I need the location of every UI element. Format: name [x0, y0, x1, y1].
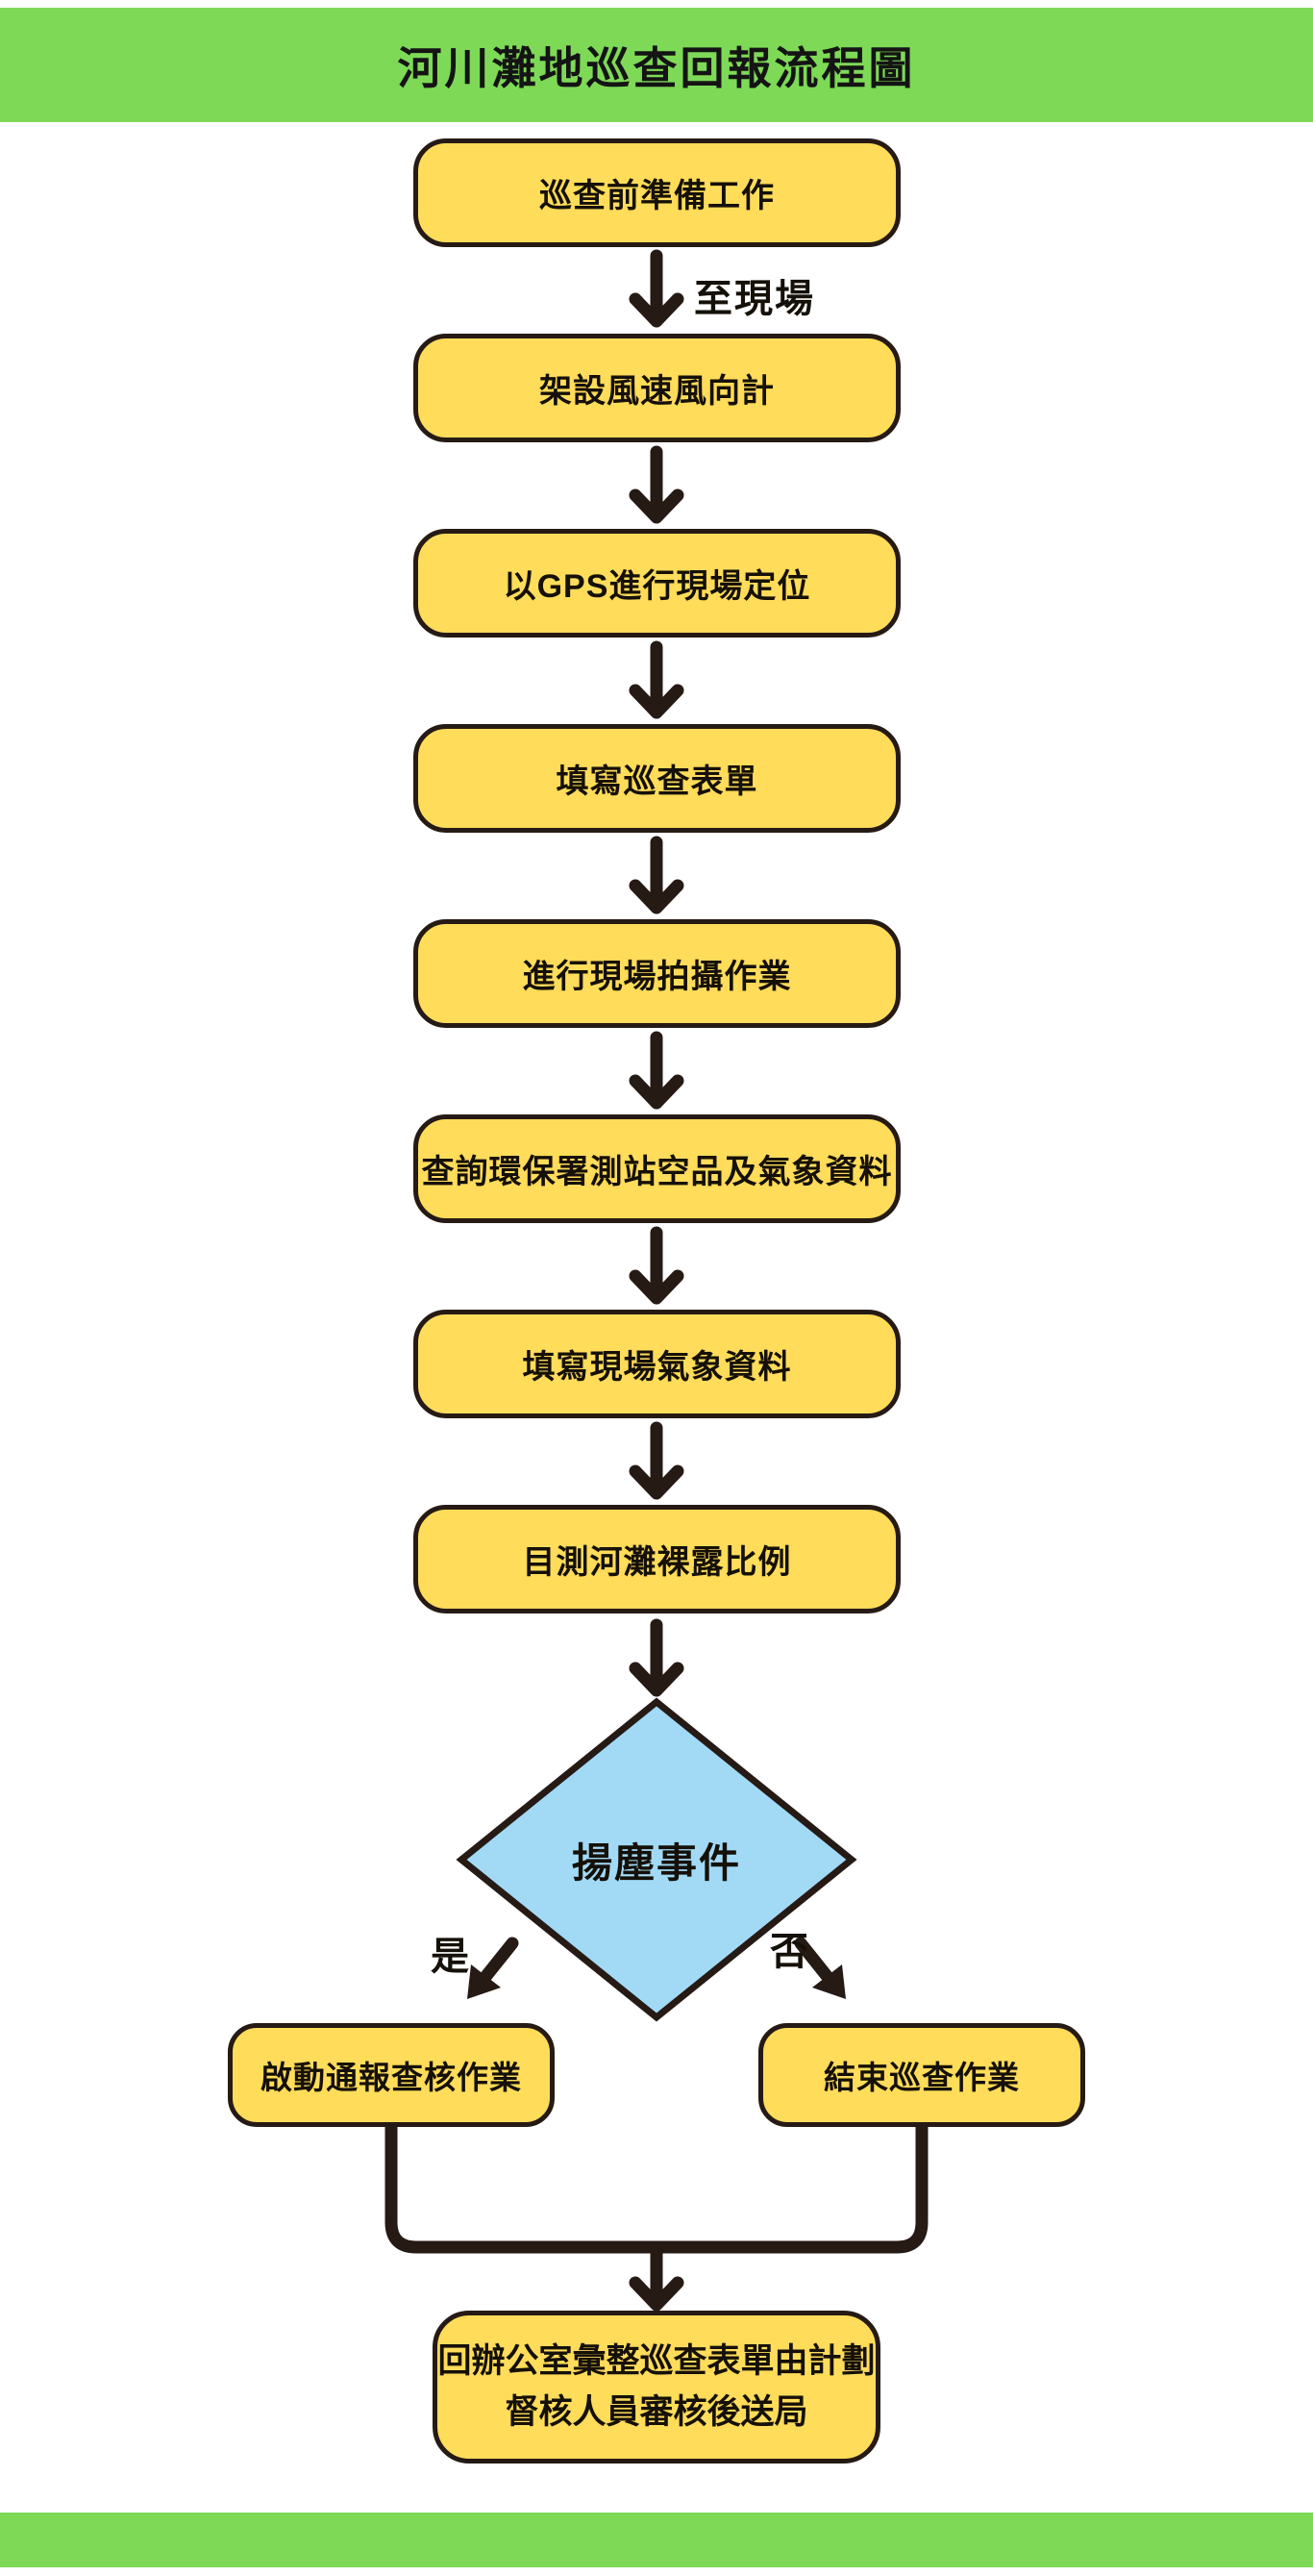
step-box-photography: 進行現場拍攝作業	[413, 919, 901, 1028]
arrow-step5-step6	[629, 1031, 684, 1110]
arrow-step6-step7	[629, 1226, 684, 1305]
final-box-office-review: 回辦公室彙整巡查表單由計劃 督核人員審核後送局	[433, 2311, 880, 2463]
arrow-decision-yes	[467, 1937, 519, 1999]
step-box-preparation: 巡查前準備工作	[413, 138, 901, 247]
step-box-epa-data: 查詢環保署測站空品及氣象資料	[413, 1114, 901, 1223]
page-title: 河川灘地巡查回報流程圖	[397, 42, 916, 93]
arrow-step8-decision	[629, 1618, 684, 1697]
connector-no-merge	[656, 2125, 929, 2254]
arrow-step1-step2	[629, 249, 684, 328]
arrow-merge-final	[629, 2240, 684, 2312]
step-label: 查詢環保署測站空品及氣象資料	[421, 1154, 893, 1190]
arrow-decision-no	[794, 1937, 846, 1999]
step-box-gps: 以GPS進行現場定位	[413, 529, 901, 638]
step-box-weather-data: 填寫現場氣象資料	[413, 1310, 901, 1418]
arrow-step7-step8	[629, 1421, 684, 1500]
branch-label: 啟動通報查核作業	[260, 2060, 522, 2095]
arrow-step2-step3	[629, 445, 684, 524]
step-label: 巡查前準備工作	[539, 178, 775, 214]
final-label-line1: 回辦公室彙整巡查表單由計劃	[437, 2342, 876, 2380]
branch-box-end-patrol: 結束巡查作業	[758, 2023, 1085, 2127]
arrow-step4-step5	[629, 836, 684, 914]
decision-no-label: 否	[770, 1931, 810, 1973]
decision-yes-label: 是	[431, 1936, 471, 1978]
step-label: 填寫巡查表單	[556, 763, 758, 800]
decision-label: 揚塵事件	[571, 1839, 741, 1886]
decision-diamond	[456, 1697, 857, 2022]
final-label-line2: 督核人員審核後送局	[505, 2392, 808, 2431]
transition-label-to-site: 至現場	[694, 278, 815, 320]
step-label: 架設風速風向計	[539, 373, 775, 410]
step-label: 進行現場拍攝作業	[522, 959, 792, 995]
step-label: 目測河灘裸露比例	[522, 1544, 792, 1581]
arrow-step3-step4	[629, 640, 684, 719]
step-box-anemometer: 架設風速風向計	[413, 334, 901, 442]
step-label: 填寫現場氣象資料	[522, 1349, 792, 1386]
footer-bar	[0, 2513, 1313, 2567]
step-box-patrol-form: 填寫巡查表單	[413, 724, 901, 833]
step-label: 以GPS進行現場定位	[503, 568, 811, 605]
header-bar: 河川灘地巡查回報流程圖	[0, 8, 1313, 122]
step-box-exposure-ratio: 目測河灘裸露比例	[413, 1505, 901, 1613]
branch-box-start-report-check: 啟動通報查核作業	[228, 2023, 555, 2127]
branch-label: 結束巡查作業	[824, 2060, 1020, 2095]
connector-yes-merge	[384, 2125, 656, 2254]
